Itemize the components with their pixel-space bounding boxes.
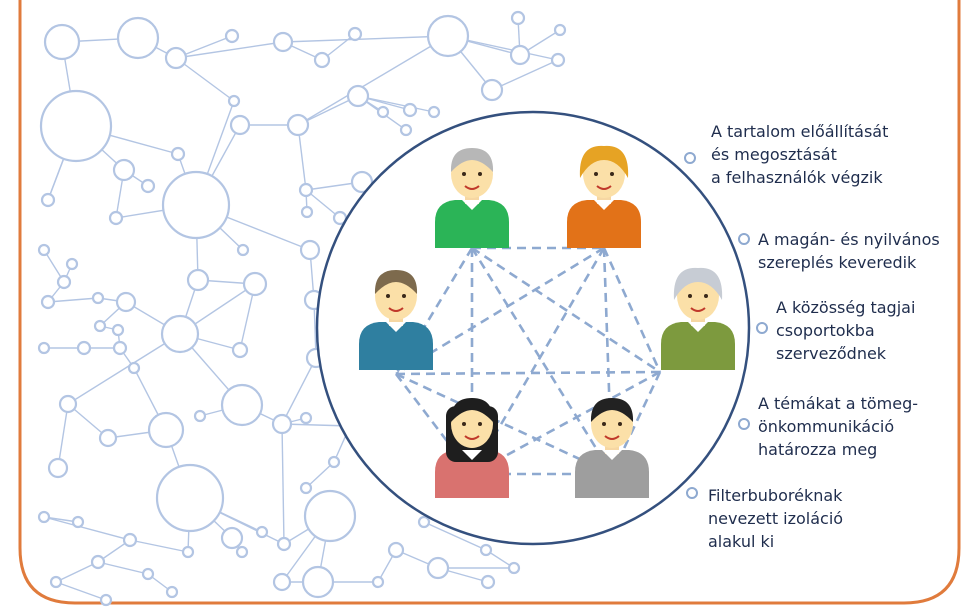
bullet-1-line-3: a felhasználók végzik bbox=[711, 168, 883, 187]
bullet-dot-5 bbox=[686, 487, 698, 499]
person-young-man-grey bbox=[575, 398, 649, 498]
bullet-1-line-2: és megosztását bbox=[711, 145, 837, 164]
bullet-dot-2 bbox=[738, 233, 750, 245]
bullet-4-line-2: önkommunikáció bbox=[758, 417, 895, 436]
orange-frame bbox=[18, 0, 961, 605]
bullet-4-line-3: határozza meg bbox=[758, 440, 878, 459]
bullet-4: A témákat a tömeg- önkommunikáció határo… bbox=[758, 392, 918, 461]
bullet-5-line-1: Filterbuboréknak bbox=[708, 486, 843, 505]
bullet-5-line-2: nevezett izoláció bbox=[708, 509, 844, 528]
bullet-2: A magán- és nyilvános szereplés keveredi… bbox=[758, 228, 940, 274]
bullet-5: Filterbuboréknak nevezett izoláció alaku… bbox=[708, 484, 843, 553]
bullet-2-line-1: A magán- és nyilvános bbox=[758, 230, 940, 249]
bullet-2-line-2: szereplés keveredik bbox=[758, 253, 917, 272]
bullet-dot-1 bbox=[684, 152, 696, 164]
bullet-dot-3 bbox=[756, 322, 768, 334]
bullet-1-line-1: A tartalom előállítását bbox=[711, 122, 889, 141]
bullet-5-line-3: alakul ki bbox=[708, 532, 775, 551]
person-woman-curly-orange bbox=[567, 145, 641, 248]
person-older-woman-olive bbox=[661, 267, 735, 370]
community-circle bbox=[315, 110, 751, 546]
bullet-3-line-2: csoportokba bbox=[776, 321, 875, 340]
bullet-1: A tartalom előállítását és megosztását a… bbox=[711, 120, 888, 189]
bullet-3-line-1: A közösség tagjai bbox=[776, 298, 916, 317]
person-older-man-green bbox=[435, 148, 509, 248]
person-man-teal bbox=[359, 270, 433, 370]
people-group bbox=[359, 145, 735, 498]
bullet-dot-4 bbox=[738, 418, 750, 430]
person-woman-black-hair bbox=[435, 398, 509, 498]
bullet-4-line-1: A témákat a tömeg- bbox=[758, 394, 918, 413]
network-graph bbox=[37, 10, 567, 607]
bullet-3: A közösség tagjai csoportokba szerveződn… bbox=[776, 296, 915, 365]
bullet-3-line-3: szerveződnek bbox=[776, 344, 887, 363]
